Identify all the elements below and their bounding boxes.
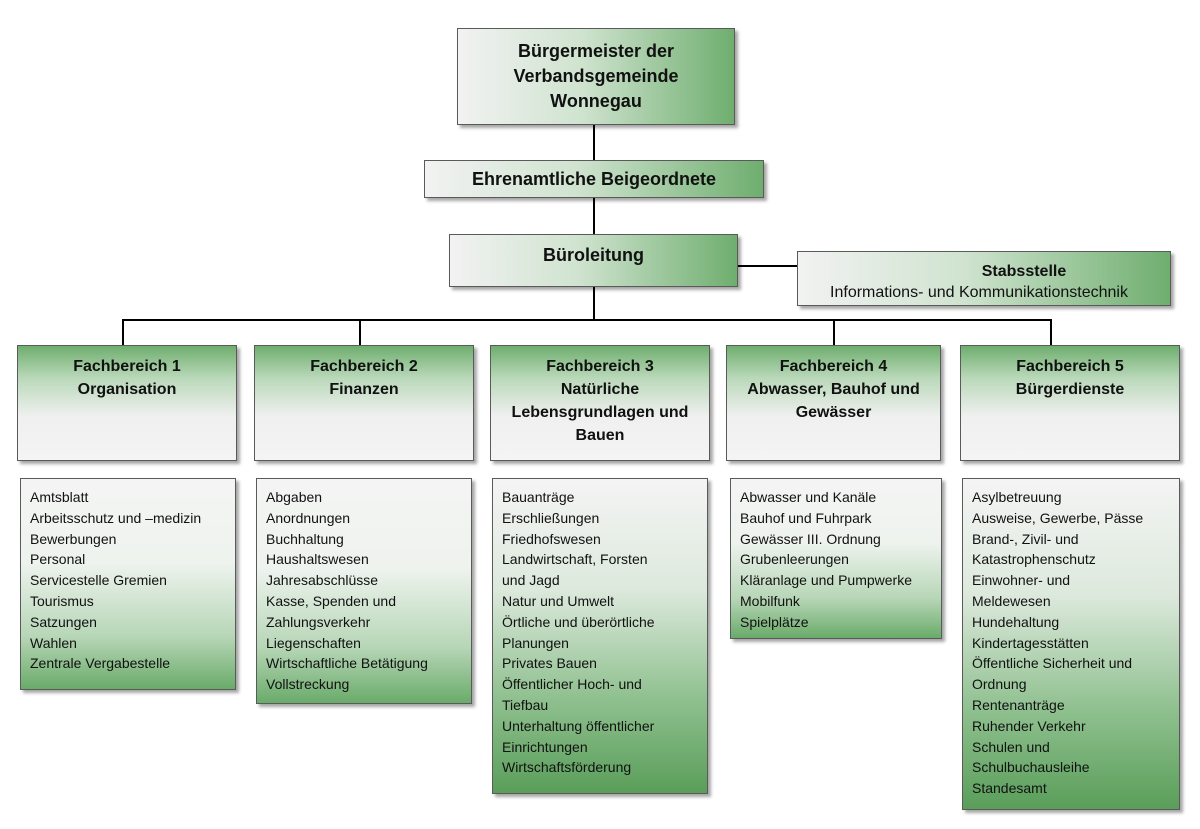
- list-item: Bewerbungen: [30, 530, 117, 547]
- list-item: Abwasser und Kanäle: [740, 489, 877, 505]
- list-item: Haushaltswesen: [266, 551, 369, 568]
- list-item: Zahlungsverkehr: [266, 613, 371, 630]
- fb4-title-line: Fachbereich 4: [779, 358, 888, 375]
- task-list-fb1: Amtsblatt Arbeitsschutz und –medizin Bew…: [20, 478, 236, 690]
- list-item: Spielplätze: [740, 613, 809, 630]
- connector-bus-to-fb5: [1050, 319, 1052, 345]
- mayor-line-3: Wonnegau: [550, 91, 642, 111]
- fb3-title-line: Bauen: [575, 427, 625, 444]
- list-item: Standesamt: [972, 780, 1047, 797]
- list-item: Tourismus: [30, 592, 94, 609]
- beigeordnete-label: Ehrenamtliche Beigeordnete: [471, 168, 717, 189]
- task-list-fb5: Asylbetreuung Ausweise, Gewerbe, Pässe B…: [962, 478, 1180, 810]
- list-item: Hundehaltung: [972, 613, 1060, 630]
- department-header-fb2: Fachbereich 2 Finanzen: [254, 345, 474, 461]
- department-header-fb4: Fachbereich 4 Abwasser, Bauhof und Gewäs…: [726, 345, 941, 461]
- fb2-title-line: Fachbereich 2: [310, 358, 418, 375]
- department-header-fb1: Fachbereich 1 Organisation: [17, 345, 237, 461]
- connector-bus-to-fb1: [122, 319, 124, 345]
- list-item: Gewässer III. Ordnung: [740, 530, 881, 547]
- list-item: Privates Bauen: [502, 655, 597, 672]
- task-list-fb4: Abwasser und Kanäle Bauhof und Fuhrpark …: [730, 478, 942, 639]
- list-item: Ruhender Verkehr: [972, 717, 1086, 734]
- list-item: Bauhof und Fuhrpark: [740, 509, 872, 526]
- list-item: Friedhofswesen: [502, 530, 601, 547]
- connector-bueroleitung-to-stabsstelle: [737, 265, 797, 267]
- mayor-line-1: Bürgermeister der: [517, 41, 675, 61]
- list-item: Kasse, Spenden und: [266, 592, 396, 609]
- stabsstelle-title: Stabsstelle: [981, 263, 1067, 280]
- connector-bus-to-fb4: [833, 319, 835, 345]
- connector-beigeordnete-to-bueroleitung: [593, 198, 595, 234]
- fb2-title-line: Finanzen: [329, 381, 399, 398]
- list-item: Wirtschaftliche Betätigung: [266, 655, 428, 672]
- department-header-fb5: Fachbereich 5 Bürgerdienste: [960, 345, 1180, 461]
- fb5-title-line: Bürgerdienste: [1015, 381, 1125, 398]
- list-item: Erschließungen: [502, 509, 600, 526]
- list-item: Abgaben: [266, 489, 323, 505]
- list-item: Brand-, Zivil- und: [972, 530, 1079, 547]
- list-item: Jahresabschlüsse: [266, 572, 379, 589]
- list-item: Meldewesen: [972, 592, 1051, 609]
- list-item: Kindertagesstätten: [972, 634, 1089, 651]
- fb3-title-line: Lebensgrundlagen und: [511, 404, 689, 421]
- list-item: Vollstreckung: [266, 676, 350, 693]
- bueroleitung-box: Büroleitung: [449, 234, 738, 287]
- list-item: und Jagd: [502, 572, 560, 589]
- mayor-line-2: Verbandsgemeinde: [513, 66, 679, 86]
- list-item: Kläranlage und Pumpwerke: [740, 572, 912, 589]
- task-list-fb3: Bauanträge Erschließungen Friedhofswesen…: [492, 478, 708, 794]
- list-item: Natur und Umwelt: [502, 592, 615, 609]
- beigeordnete-box: Ehrenamtliche Beigeordnete: [424, 160, 764, 198]
- list-item: Satzungen: [30, 613, 97, 630]
- connector-bus-to-fb2: [359, 319, 361, 345]
- fb1-title-line: Fachbereich 1: [73, 358, 181, 375]
- fb5-title-line: Fachbereich 5: [1016, 358, 1124, 375]
- list-item: Katastrophenschutz: [972, 551, 1096, 568]
- list-item: Liegenschaften: [266, 634, 361, 651]
- list-item: Unterhaltung öffentlicher: [502, 717, 655, 734]
- list-item: Schulbuchausleihe: [972, 759, 1090, 776]
- list-item: Buchhaltung: [266, 530, 344, 547]
- list-item: Mobilfunk: [740, 592, 800, 609]
- department-header-fb3: Fachbereich 3 Natürliche Lebensgrundlage…: [490, 345, 710, 461]
- fb4-title-line: Gewässer: [795, 404, 872, 421]
- list-item: Tiefbau: [502, 696, 549, 713]
- mayor-box: Bürgermeister der Verbandsgemeinde Wonne…: [457, 28, 735, 125]
- list-item: Grubenleerungen: [740, 551, 849, 568]
- list-item: Öffentlicher Hoch- und: [502, 676, 642, 693]
- list-item: Landwirtschaft, Forsten: [502, 551, 648, 568]
- list-item: Asylbetreuung: [972, 489, 1062, 505]
- list-item: Wirtschaftsförderung: [502, 759, 632, 776]
- list-item: Wahlen: [30, 634, 77, 651]
- connector-horizontal-bus: [122, 319, 1052, 321]
- fb3-title-line: Fachbereich 3: [546, 358, 654, 375]
- bueroleitung-label: Büroleitung: [543, 245, 644, 265]
- list-item: Servicestelle Gremien: [30, 572, 167, 589]
- list-item: Öffentliche Sicherheit und: [972, 655, 1133, 672]
- list-item: Rentenanträge: [972, 696, 1065, 713]
- list-item: Schulen und: [972, 738, 1050, 755]
- list-item: Einrichtungen: [502, 738, 588, 755]
- list-item: Anordnungen: [266, 509, 351, 526]
- list-item: Personal: [30, 551, 86, 568]
- stabsstelle-subtitle: Informations- und Kommunikationstechnik: [830, 284, 1128, 301]
- connector-bueroleitung-to-bus: [593, 287, 595, 320]
- list-item: Ordnung: [972, 676, 1027, 693]
- list-item: Örtliche und überörtliche: [502, 613, 655, 630]
- list-item: Amtsblatt: [30, 489, 89, 505]
- list-item: Arbeitsschutz und –medizin: [30, 509, 202, 526]
- fb3-title-line: Natürliche: [560, 381, 640, 398]
- stabsstelle-box: Stabsstelle Informations- und Kommunikat…: [797, 251, 1171, 306]
- list-item: Ausweise, Gewerbe, Pässe: [972, 509, 1144, 526]
- list-item: Zentrale Vergabestelle: [30, 655, 171, 672]
- connector-top-to-beigeordnete: [593, 125, 595, 160]
- task-list-fb2: Abgaben Anordnungen Buchhaltung Haushalt…: [256, 478, 472, 704]
- fb1-title-line: Organisation: [77, 381, 177, 398]
- list-item: Bauanträge: [502, 489, 575, 505]
- list-item: Einwohner- und: [972, 572, 1071, 589]
- list-item: Planungen: [502, 634, 569, 651]
- fb4-title-line: Abwasser, Bauhof und: [747, 381, 920, 398]
